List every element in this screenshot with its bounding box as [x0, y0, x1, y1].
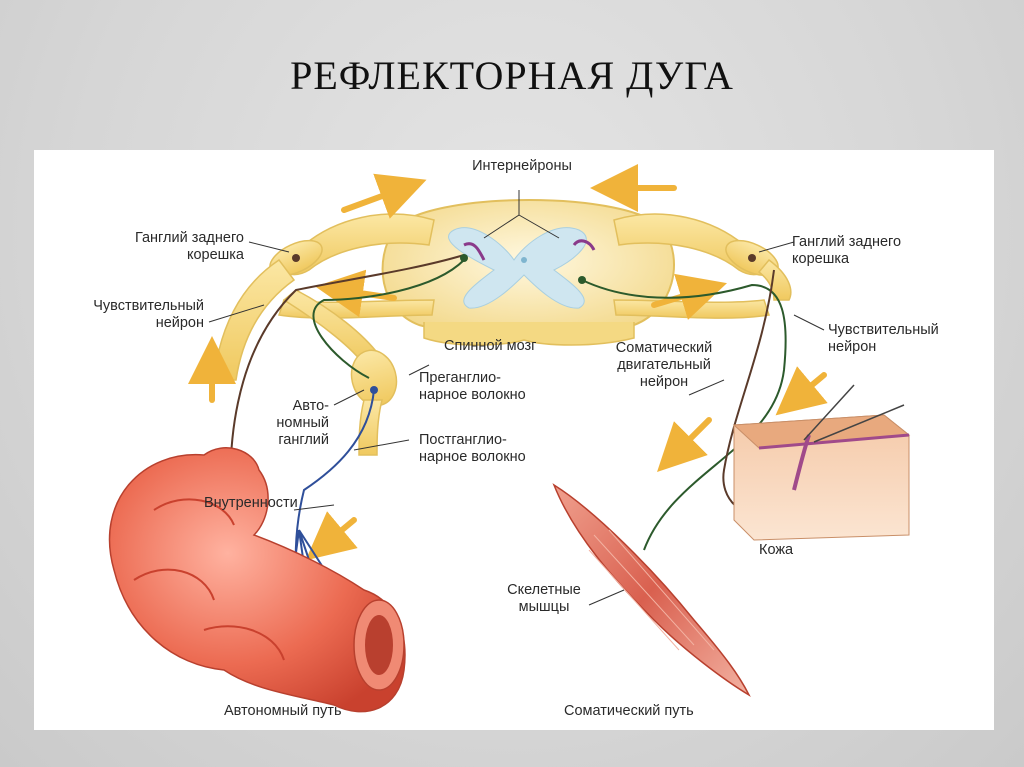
label-motor-neuron: Соматический двигательный нейрон [615, 340, 713, 390]
label-preganglionic: Преганглио- нарное волокно [419, 370, 526, 403]
label-spinal-cord: Спинной мозг [444, 338, 537, 354]
slide-title: РЕФЛЕКТОРНАЯ ДУГА [290, 53, 734, 98]
label-autonomic-path: Автономный путь [224, 703, 342, 719]
left-spinal-nerve [216, 213, 435, 456]
skeletal-muscle [552, 483, 751, 697]
skin-block [732, 384, 911, 541]
label-autonomic-ganglion: Авто- номный ганглий [276, 398, 329, 448]
leader-lines [208, 190, 825, 606]
label-skin: Кожа [759, 542, 794, 558]
label-ganglion-right: Ганглий заднего корешка [792, 234, 902, 267]
label-postganglionic: Постганглио- нарное волокно [419, 432, 526, 465]
label-interneurons: Интернейроны [472, 158, 572, 174]
label-sensory-left: Чувствительный нейрон [93, 298, 204, 331]
label-somatic-path: Соматический путь [564, 703, 694, 719]
label-viscera: Внутренности [204, 495, 298, 511]
label-skeletal-muscle: Скелетные мышцы [507, 582, 581, 615]
label-sensory-right: Чувствительный нейрон [828, 322, 939, 355]
diagram-panel: Интернейроны Ганглий заднего корешка Ган… [34, 150, 994, 730]
spinal-cord [381, 199, 675, 346]
reflex-arc-illustration [108, 164, 911, 713]
flow-arrows [188, 164, 828, 561]
label-ganglion-left: Ганглий заднего корешка [134, 230, 244, 263]
intestine [108, 447, 406, 713]
